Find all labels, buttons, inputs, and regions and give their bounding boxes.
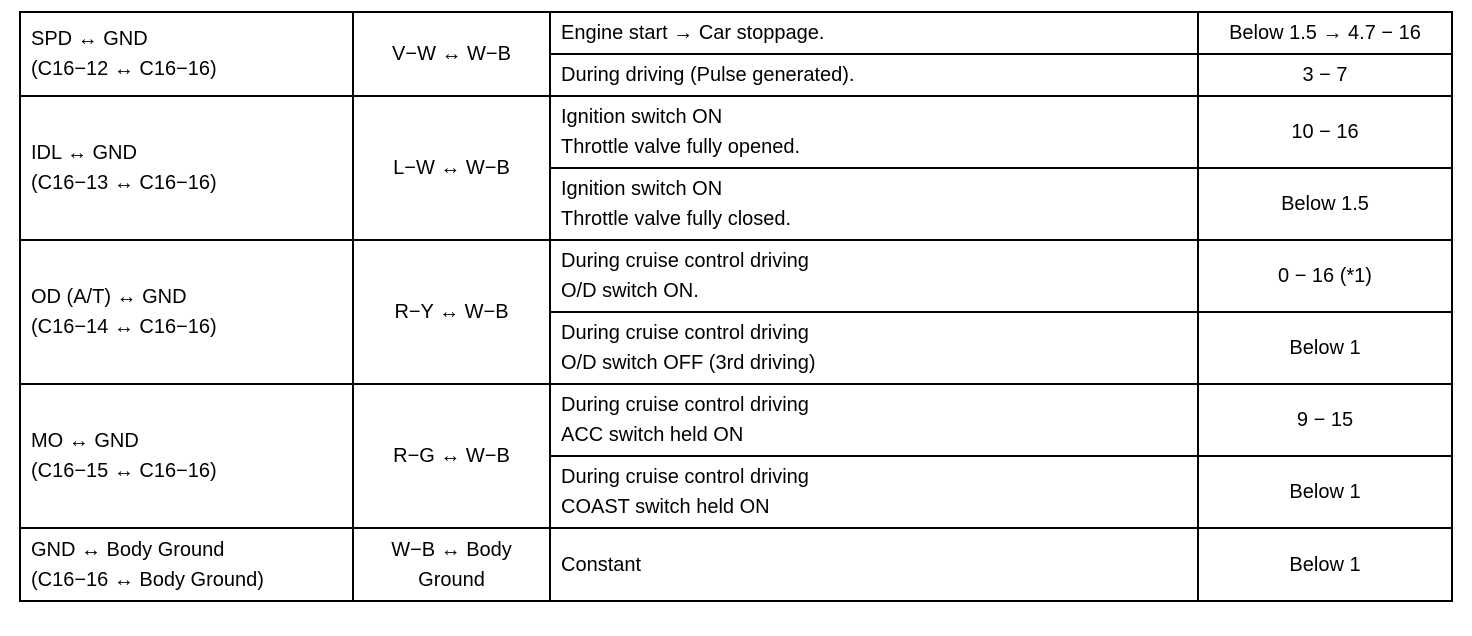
specified-value-cell: Below 1: [1197, 455, 1453, 529]
terminal-cell: IDL ↔ GND (C16−13 ↔ C16−16): [19, 95, 354, 241]
condition-cell: Engine start → Car stoppage.: [549, 11, 1199, 55]
terminal-cell: SPD ↔ GND (C16−12 ↔ C16−16): [19, 11, 354, 97]
condition-text: During cruise control driving: [561, 466, 809, 488]
condition-text: O/D switch OFF (3rd driving): [561, 352, 816, 374]
specified-value: Below 1.5 → 4.7 − 16: [1229, 22, 1421, 44]
wiring-color-cell: R−Y ↔ W−B: [352, 239, 551, 385]
specified-value: Below 1: [1289, 481, 1361, 503]
table-row: During cruise control driving COAST swit…: [20, 455, 1453, 529]
terminal-name: SPD ↔ GND: [31, 28, 148, 50]
table-row: MO ↔ GND (C16−15 ↔ C16−16) R−G ↔ W−B Dur…: [19, 383, 1453, 529]
wiring-color-cell: W−B ↔ Body Ground: [352, 527, 551, 602]
condition-text: Ignition switch ON: [561, 178, 723, 200]
condition-text: Constant: [561, 553, 642, 576]
condition-cell: During driving (Pulse generated).: [549, 53, 1199, 97]
specified-value-cell: 0 − 16 (*1): [1197, 239, 1453, 313]
terminal-pins: (C16−16 ↔ Body Ground): [31, 568, 264, 591]
specified-value-cell: Below 1: [1197, 311, 1453, 385]
condition-text: During cruise control driving: [561, 250, 809, 272]
condition-text: During cruise control driving: [561, 322, 809, 344]
condition-cell: During cruise control driving ACC switch…: [549, 383, 1199, 457]
specified-value: Below 1: [1289, 553, 1361, 576]
terminal-cell: GND ↔ Body Ground (C16−16 ↔ Body Ground): [19, 527, 354, 602]
specified-value: 0 − 16 (*1): [1278, 265, 1372, 287]
condition-text: ACC switch held ON: [561, 424, 744, 446]
table-row: GND ↔ Body Ground (C16−16 ↔ Body Ground)…: [19, 527, 1453, 602]
wiring-color: R−G ↔ W−B: [393, 445, 510, 467]
condition-text: O/D switch ON.: [561, 280, 699, 302]
terminal-pins: (C16−13 ↔ C16−16): [31, 172, 217, 194]
specified-value: Below 1: [1289, 337, 1361, 359]
table-row: IDL ↔ GND (C16−13 ↔ C16−16) L−W ↔ W−B Ig…: [19, 95, 1453, 241]
specified-value-cell: Below 1.5: [1197, 167, 1453, 241]
terminal-name: MO ↔ GND: [31, 430, 139, 452]
wiring-color: Ground: [418, 568, 485, 591]
specified-value-cell: 9 − 15: [1197, 383, 1453, 457]
specified-value: 9 − 15: [1296, 409, 1354, 431]
condition-text: During cruise control driving: [561, 394, 809, 416]
condition-cell: During cruise control driving O/D switch…: [549, 239, 1199, 313]
wiring-color-cell: V−W ↔ W−B: [352, 11, 551, 97]
wiring-color: R−Y ↔ W−B: [394, 301, 509, 323]
specified-value-cell: 3 − 7: [1197, 53, 1453, 97]
table-row: SPD ↔ GND (C16−12 ↔ C16−16) V−W ↔ W−B En…: [19, 11, 1453, 97]
condition-text: Engine start → Car stoppage.: [561, 22, 825, 44]
condition-text: During driving (Pulse generated).: [561, 64, 855, 86]
terminal-pins: (C16−15 ↔ C16−16): [31, 460, 217, 482]
table-row: During cruise control driving O/D switch…: [20, 311, 1453, 385]
specified-value-cell: 10 − 16: [1197, 95, 1453, 169]
terminal-name: OD (A/T) ↔ GND: [31, 286, 187, 308]
condition-text: COAST switch held ON: [561, 496, 770, 518]
condition-text: Ignition switch ON: [561, 106, 723, 128]
terminal-name: GND ↔ Body Ground: [31, 538, 225, 561]
terminal-cell: MO ↔ GND (C16−15 ↔ C16−16): [19, 383, 354, 529]
wiring-color-cell: L−W ↔ W−B: [352, 95, 551, 241]
condition-cell: During cruise control driving O/D switch…: [549, 311, 1199, 385]
condition-cell: During cruise control driving COAST swit…: [549, 455, 1199, 529]
condition-text: Throttle valve fully closed.: [561, 208, 792, 230]
terminal-name: IDL ↔ GND: [31, 142, 137, 164]
condition-cell: Constant: [549, 527, 1199, 602]
table-row: Ignition switch ON Throttle valve fully …: [20, 167, 1453, 241]
table-row: During driving (Pulse generated). 3 − 7: [20, 53, 1453, 97]
wiring-color-cell: R−G ↔ W−B: [352, 383, 551, 529]
terminal-pins: (C16−14 ↔ C16−16): [31, 316, 217, 338]
specified-value-cell: Below 1.5 → 4.7 − 16: [1197, 11, 1453, 55]
specified-value: 10 − 16: [1291, 121, 1359, 143]
wiring-color: W−B ↔ Body: [391, 538, 512, 561]
wiring-color: V−W ↔ W−B: [392, 43, 511, 65]
terminal-cell: OD (A/T) ↔ GND (C16−14 ↔ C16−16): [19, 239, 354, 385]
specified-value: Below 1.5: [1281, 193, 1369, 215]
wiring-color: L−W ↔ W−B: [393, 157, 510, 179]
condition-cell: Ignition switch ON Throttle valve fully …: [549, 95, 1199, 169]
specified-value-cell: Below 1: [1197, 527, 1453, 602]
condition-cell: Ignition switch ON Throttle valve fully …: [549, 167, 1199, 241]
terminal-pins: (C16−12 ↔ C16−16): [31, 58, 217, 80]
table-row: OD (A/T) ↔ GND (C16−14 ↔ C16−16) R−Y ↔ W…: [19, 239, 1453, 385]
condition-text: Throttle valve fully opened.: [561, 136, 801, 158]
specified-value: 3 − 7: [1302, 64, 1348, 86]
terminal-voltage-table: SPD ↔ GND (C16−12 ↔ C16−16) V−W ↔ W−B En…: [19, 11, 1453, 602]
